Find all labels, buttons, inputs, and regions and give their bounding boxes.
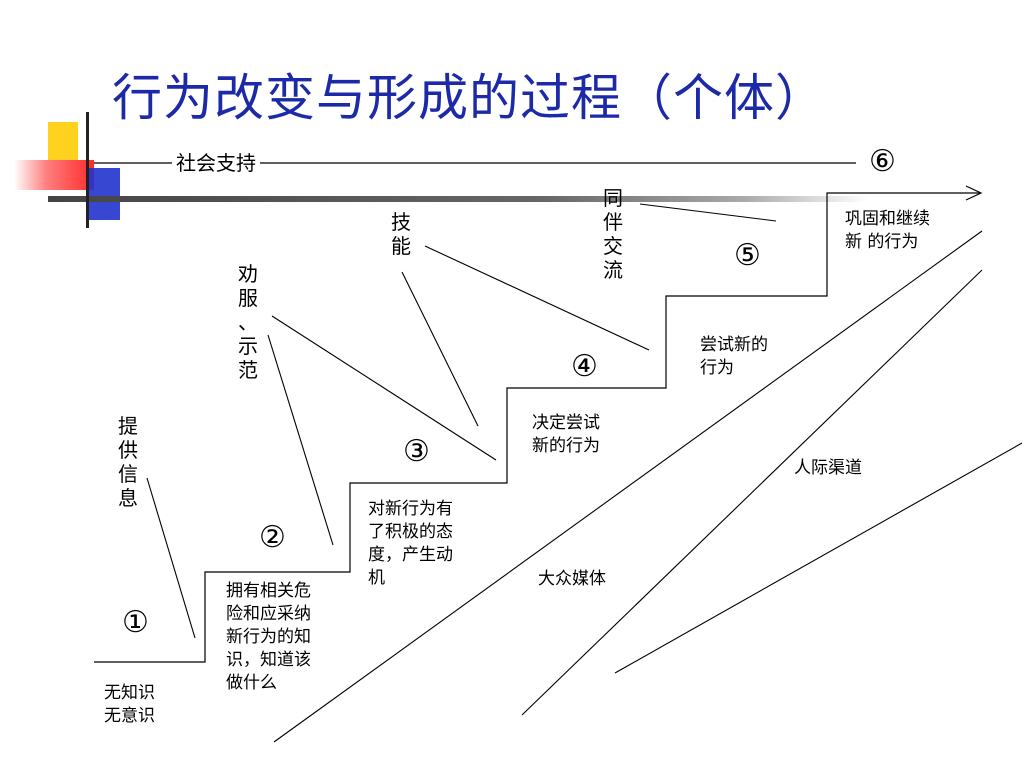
intervention-provide-info: 提 供 信 息 <box>116 414 140 510</box>
char: 、 <box>238 310 258 334</box>
char: 提 <box>118 414 138 438</box>
social-support-label: 社会支持 <box>172 152 260 175</box>
step-number-5: ⑤ <box>734 238 761 273</box>
text-line: 度，产生动 <box>368 545 453 565</box>
decor-blue-square <box>88 168 120 220</box>
text-line: 新行为的知 <box>226 627 311 647</box>
char: 服 <box>238 286 258 310</box>
staircase-line <box>94 192 980 663</box>
char: 劝 <box>238 262 258 286</box>
step-number-1: ① <box>122 605 149 640</box>
text-line: 决定尝试 <box>532 413 600 433</box>
text-line: 机 <box>368 568 385 588</box>
slide-title: 行为改变与形成的过程（个体） <box>112 69 826 127</box>
char: 示 <box>238 334 258 358</box>
pointer-provide-info <box>146 477 196 639</box>
channel-line-mid <box>521 269 983 716</box>
pointer-persuade-1 <box>267 334 334 546</box>
channel-line-long <box>273 230 983 743</box>
text-line: 了积极的态 <box>368 522 453 542</box>
text-line: 做什么 <box>226 673 277 693</box>
char: 能 <box>391 234 411 258</box>
char: 范 <box>238 358 258 382</box>
decor-horizontal-bar <box>48 196 868 202</box>
text-line: 无意识 <box>104 706 155 726</box>
step-4-text: 决定尝试 新的行为 <box>532 412 600 458</box>
intervention-peer: 同 伴 交 流 <box>601 186 625 282</box>
channel-mass-media: 大众媒体 <box>538 569 606 589</box>
decor-red-gradient <box>14 160 94 190</box>
staircase-arrowhead <box>965 185 983 201</box>
char: 技 <box>391 210 411 234</box>
step-number-4: ④ <box>571 349 598 384</box>
pointer-skills-1 <box>401 271 479 427</box>
text-line: 对新行为有 <box>368 499 453 519</box>
text-line: 新的行为 <box>532 436 600 456</box>
text-line: 尝试新的 <box>700 335 768 355</box>
text-line: 险和应采纳 <box>226 604 311 624</box>
pointer-peer <box>639 203 777 222</box>
intervention-skills: 技 能 <box>389 210 413 258</box>
char: 息 <box>118 486 138 510</box>
step-6-text: 巩固和继续 新 的行为 <box>845 208 930 254</box>
text-line: 巩固和继续 <box>845 209 930 229</box>
pointer-skills-2 <box>424 245 650 351</box>
text-line: 拥有相关危 <box>226 581 311 601</box>
text-line: 新 的行为 <box>845 232 919 252</box>
char: 伴 <box>603 210 623 234</box>
step-5-text: 尝试新的 行为 <box>700 334 768 380</box>
char: 交 <box>603 234 623 258</box>
char: 信 <box>118 462 138 486</box>
char: 流 <box>603 258 623 282</box>
step-number-3: ③ <box>403 434 430 469</box>
channel-line-short <box>614 442 1023 674</box>
step-1-text: 无知识 无意识 <box>104 682 155 728</box>
text-line: 识，知道该 <box>226 650 311 670</box>
intervention-persuade: 劝 服 、 示 范 <box>236 262 260 382</box>
step-number-2: ② <box>259 520 286 555</box>
channel-interpersonal: 人际渠道 <box>794 458 862 478</box>
text-line: 无知识 <box>104 683 155 703</box>
step-number-6: ⑥ <box>869 144 896 179</box>
decor-vertical-line <box>86 112 89 228</box>
pointer-persuade-2 <box>271 315 497 461</box>
text-line: 行为 <box>700 358 734 378</box>
step-2-text: 拥有相关危 险和应采纳 新行为的知 识，知道该 做什么 <box>226 580 311 695</box>
char: 同 <box>603 186 623 210</box>
step-3-text: 对新行为有 了积极的态 度，产生动 机 <box>368 498 453 590</box>
char: 供 <box>118 438 138 462</box>
